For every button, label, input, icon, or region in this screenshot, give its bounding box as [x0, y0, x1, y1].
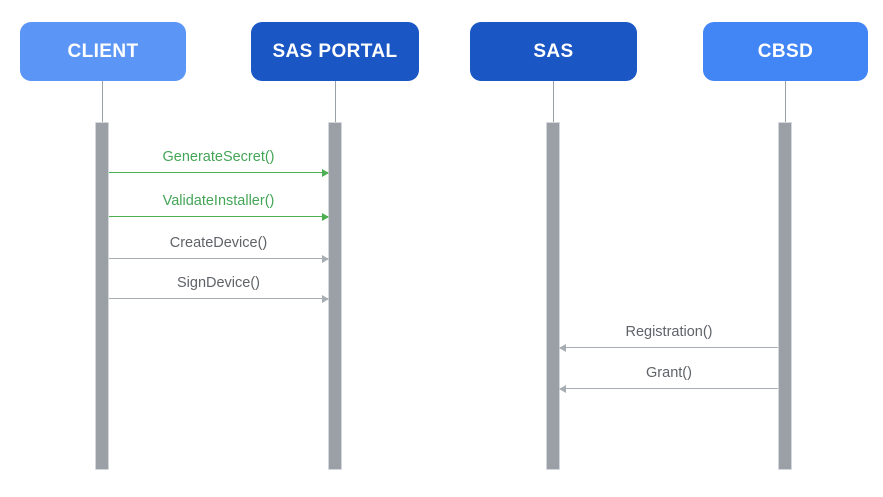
lifeline-stem-sas [553, 81, 554, 122]
message-line-validate-installer [109, 216, 328, 217]
lifeline-stem-cbsd [785, 81, 786, 122]
message-label-generate-secret: GenerateSecret() [162, 149, 275, 165]
activation-bar-sas-portal [328, 122, 342, 470]
participant-label-cbsd: CBSD [757, 40, 814, 62]
participant-box-cbsd[interactable]: CBSD [703, 22, 868, 81]
message-line-sign-device [109, 298, 328, 299]
message-label-validate-installer: ValidateInstaller() [162, 193, 275, 209]
participant-label-sas-portal: SAS PORTAL [272, 40, 398, 62]
arrowhead-right-icon [322, 294, 329, 303]
participant-box-client[interactable]: CLIENT [20, 22, 186, 81]
participant-label-client: CLIENT [67, 40, 139, 62]
message-line-create-device [109, 258, 328, 259]
arrowhead-right-icon [322, 168, 329, 177]
arrowhead-right-icon [322, 212, 329, 221]
arrowhead-left-icon [559, 343, 566, 352]
message-label-create-device: CreateDevice() [169, 235, 268, 251]
participant-box-sas[interactable]: SAS [470, 22, 637, 81]
participant-label-sas: SAS [533, 40, 574, 62]
message-line-generate-secret [109, 172, 328, 173]
message-line-grant [560, 388, 778, 389]
activation-bar-client [95, 122, 109, 470]
activation-bar-sas [546, 122, 560, 470]
arrowhead-right-icon [322, 254, 329, 263]
lifeline-stem-client [102, 81, 103, 122]
arrowhead-left-icon [559, 384, 566, 393]
message-label-registration: Registration() [625, 324, 713, 340]
activation-bar-cbsd [778, 122, 792, 470]
message-label-grant: Grant() [646, 365, 692, 381]
message-label-sign-device: SignDevice() [177, 275, 260, 291]
participant-box-sas-portal[interactable]: SAS PORTAL [251, 22, 419, 81]
message-line-registration [560, 347, 778, 348]
lifeline-stem-sas-portal [335, 81, 336, 122]
